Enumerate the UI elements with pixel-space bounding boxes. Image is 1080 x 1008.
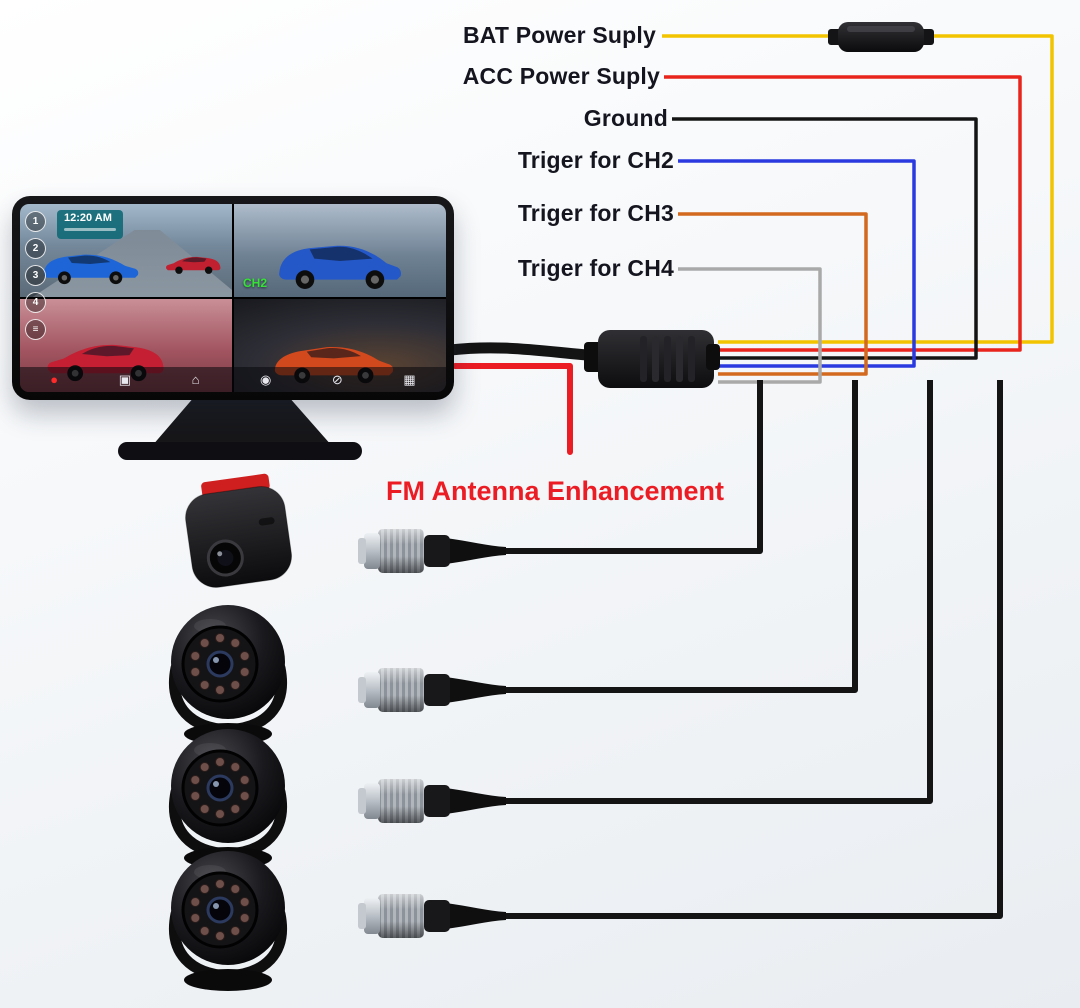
camera-view-ch1: [20, 204, 232, 297]
camera2-cable: [500, 380, 858, 693]
dash-camera: [185, 473, 293, 588]
dome-camera-1: [171, 605, 285, 745]
clock-overlay: 12:20 AM: [57, 210, 123, 239]
label-bat-power: BAT Power Suply: [463, 22, 656, 48]
blue-suv-graphic: [279, 245, 402, 289]
channel-rail: 1 2 3 4 ≡: [25, 211, 46, 340]
monitor-toolbar: ● ▣ ⌂ ◉ ⊘ ▦: [20, 367, 446, 392]
camera4-cable: [500, 380, 1003, 919]
bat-wire: [662, 34, 1054, 344]
menu-button[interactable]: ≡: [25, 319, 46, 340]
dome-camera-2: [171, 729, 285, 869]
fuse-holder: [828, 22, 934, 52]
trigger-ch3-wire: [678, 212, 868, 376]
channel-1-button[interactable]: 1: [25, 211, 46, 232]
ground-wire: [672, 117, 978, 360]
acc-wire: [664, 75, 1022, 352]
channel-2-button[interactable]: 2: [25, 238, 46, 259]
trigger-ch4-wire: [678, 267, 822, 384]
label-trigger-ch2: Triger for CH2: [517, 147, 674, 173]
label-acc-power: ACC Power Suply: [462, 63, 660, 89]
camera1-cable: [500, 380, 763, 554]
monitor-stand: [118, 392, 362, 460]
channel-3-button[interactable]: 3: [25, 265, 46, 286]
fm-antenna-wire: [452, 363, 573, 455]
dash-camera-adhesive-pad: [201, 473, 270, 499]
ch2-overlay-label: CH2: [243, 276, 268, 290]
monitor-screen: 12:20 AM 1 2 3 4 ≡ CH2 ● ▣ ⌂ ◉ ⊘ ▦: [20, 204, 446, 392]
mute-icon[interactable]: ⊘: [331, 371, 343, 387]
blue-car-graphic: [43, 254, 139, 285]
dome-camera-3: [171, 851, 285, 991]
channel-4-button[interactable]: 4: [25, 292, 46, 313]
grid-view-icon[interactable]: ▦: [403, 371, 416, 387]
label-ground: Ground: [583, 105, 668, 131]
aviation-connector-1: [358, 529, 506, 573]
label-fm-antenna: FM Antenna Enhancement: [385, 476, 725, 506]
camera-view-ch2: [234, 204, 446, 297]
home-icon[interactable]: ⌂: [191, 372, 200, 387]
harness-connector: [584, 330, 720, 388]
red-car-graphic: [166, 257, 221, 275]
record-icon[interactable]: ●: [50, 372, 59, 387]
trigger-ch2-wire: [678, 159, 916, 368]
aviation-connector-4: [358, 894, 506, 938]
camera3-cable: [500, 380, 933, 804]
main-cable: [444, 342, 606, 362]
gallery-icon[interactable]: ▣: [118, 371, 131, 387]
aviation-connector-2: [358, 668, 506, 712]
settings-icon[interactable]: ◉: [259, 371, 272, 387]
label-trigger-ch3: Triger for CH3: [517, 200, 674, 226]
aviation-connector-3: [358, 779, 506, 823]
monitor: 12:20 AM 1 2 3 4 ≡ CH2 ● ▣ ⌂ ◉ ⊘ ▦: [12, 196, 454, 400]
label-trigger-ch4: Triger for CH4: [517, 255, 674, 281]
